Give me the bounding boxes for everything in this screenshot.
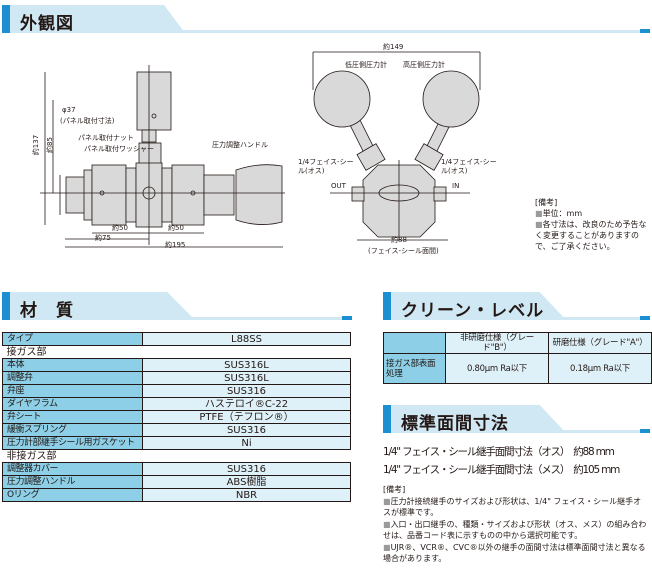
table-cell: Ni (142, 436, 351, 450)
label-w195: 約195 (165, 241, 186, 249)
label-panel-washer: パネル取付ワッシャー (84, 145, 154, 153)
table-header-row: 非研磨仕様（グレード"B"）研磨仕様（グレード"A"） (383, 332, 652, 354)
table-cell: 圧力計接続継手のサイズおよび形状は、1/4" フェイス・シール継手オスが標準です… (383, 496, 642, 518)
table-cell: ハステロイ®C-22 (142, 397, 351, 411)
remark-item: ■各寸法は、改良のため予告なく変更することがありますので、ご了承ください。 (535, 220, 647, 251)
table-cell: ダイヤフラム (2, 397, 143, 411)
table-cell: タイプ (2, 332, 143, 346)
label-d37-note: (パネル取付寸法) (60, 117, 115, 125)
label-h85: 約85 (45, 137, 54, 153)
table-cell: 入口・出口継手の、種類・サイズおよび形状（オス、メス）の組み合わせは、品番コード… (383, 519, 647, 541)
remark-item: ■UJR®、VCR®、CVC®以外の継手の面間寸法は標準面間寸法と異なる場合があ… (383, 542, 646, 564)
label-w149: 約149 (383, 43, 404, 51)
table-cell: 単位：mm (542, 209, 583, 218)
table-cell: UJR®、VCR®、CVC®以外の継手の面間寸法は標準面間寸法と異なる場合があり… (383, 542, 646, 564)
label-high-gauge: 高圧側圧力計 (403, 61, 445, 69)
table-cell: 調整器カバー (2, 462, 143, 476)
table-cell: SUS316L (142, 371, 351, 385)
table-cell: ABS樹脂 (142, 475, 351, 489)
label-handle: 圧力調整ハンドル (212, 141, 268, 149)
table-cell: L88SS (142, 332, 351, 346)
remark-item: ■単位：mm (535, 209, 583, 218)
label-w50b: 約50 (168, 224, 184, 232)
table-cell: SUS316 (142, 462, 351, 476)
table-cell: 弁座 (2, 384, 143, 398)
label-panel-nut: パネル取付ナット (78, 134, 134, 142)
table-cell: 緩衝スプリング (2, 423, 143, 437)
face-dim-female: 1/4" フェイス・シール継手面間寸法（メス） 約105 mm (383, 464, 620, 476)
table-cell: 0.18μm Ra以下 (548, 353, 652, 384)
section-header-facedim: 標準面間寸法 (383, 403, 650, 434)
remarks-top: [備考] ■単位：mm ■各寸法は、改良のため予告なく変更することがありますので… (535, 197, 650, 252)
label-h137: 約137 (32, 134, 41, 156)
table-cell: NBR (142, 488, 351, 502)
label-in: IN (452, 182, 460, 190)
remarks-bottom: [備考] ■圧力計接続継手のサイズおよび形状は、1/4" フェイス・シール継手オ… (383, 484, 649, 565)
remarks-title: [備考] (535, 198, 558, 207)
table-row: ダイヤフラムハステロイ®C-22 (2, 397, 351, 411)
table-cell: 調整弁 (2, 371, 143, 385)
section-header-clean: クリーン・レベル (383, 290, 650, 321)
face-dim-male: 1/4" フェイス・シール継手面間寸法（オス） 約88 mm (383, 446, 615, 458)
section-title: 標準面間寸法 (401, 414, 509, 434)
label-w88: 約88 (391, 236, 407, 244)
label-w50a: 約50 (112, 224, 128, 232)
label-w75: 約75 (95, 234, 111, 242)
front-view-drawing (312, 51, 481, 241)
table-cell: 接ガス部表面処理 (383, 353, 446, 384)
remarks-title: [備考] (383, 485, 406, 494)
section-title: 材 質 (20, 301, 74, 321)
table-cell: SUS316 (142, 384, 351, 398)
table-cell: 弁シート (2, 410, 143, 424)
table-cell: SUS316L (142, 358, 351, 372)
table-cell: 研磨仕様（グレード"A"） (548, 332, 652, 354)
label-out: OUT (331, 182, 346, 190)
side-view-drawing (40, 65, 285, 248)
label-d37: φ37 (62, 106, 76, 114)
table-cell: Oリング (2, 488, 143, 502)
label-fs-left: 1/4フェイス-シール(オス) (298, 158, 354, 175)
table-cell: 圧力調整ハンドル (2, 475, 143, 489)
table-cell: 0.80μm Ra以下 (445, 353, 549, 384)
section-title: 外観図 (20, 14, 74, 34)
label-fs-right: 1/4フェイス-シール(オス) (441, 158, 497, 175)
section-title: クリーン・レベル (401, 301, 545, 321)
table-cell: 本体 (2, 358, 143, 372)
group-label: 非接ガス部 (2, 449, 351, 463)
section-header-appearance: 外観図 (2, 3, 650, 34)
label-low-gauge: 低圧側圧力計 (345, 61, 387, 69)
table-cell: 非研磨仕様（グレード"B"） (445, 332, 549, 354)
table-cell: 圧力計部継手シール用ガスケット (2, 436, 143, 450)
remark-item: ■圧力計接続継手のサイズおよび形状は、1/4" フェイス・シール継手オスが標準で… (383, 496, 642, 518)
section-header-materials: 材 質 (2, 290, 352, 321)
table-cell: 各寸法は、改良のため予告なく変更することがありますので、ご了承ください。 (535, 220, 647, 251)
table-cell: SUS316 (142, 423, 351, 437)
group-label: 接ガス部 (2, 345, 351, 359)
remark-item: ■入口・出口継手の、種類・サイズおよび形状（オス、メス）の組み合わせは、品番コー… (383, 519, 647, 541)
label-w88-note: (フェイス-シール面間) (368, 247, 439, 255)
table-cell: PTFE（テフロン®） (142, 410, 351, 424)
